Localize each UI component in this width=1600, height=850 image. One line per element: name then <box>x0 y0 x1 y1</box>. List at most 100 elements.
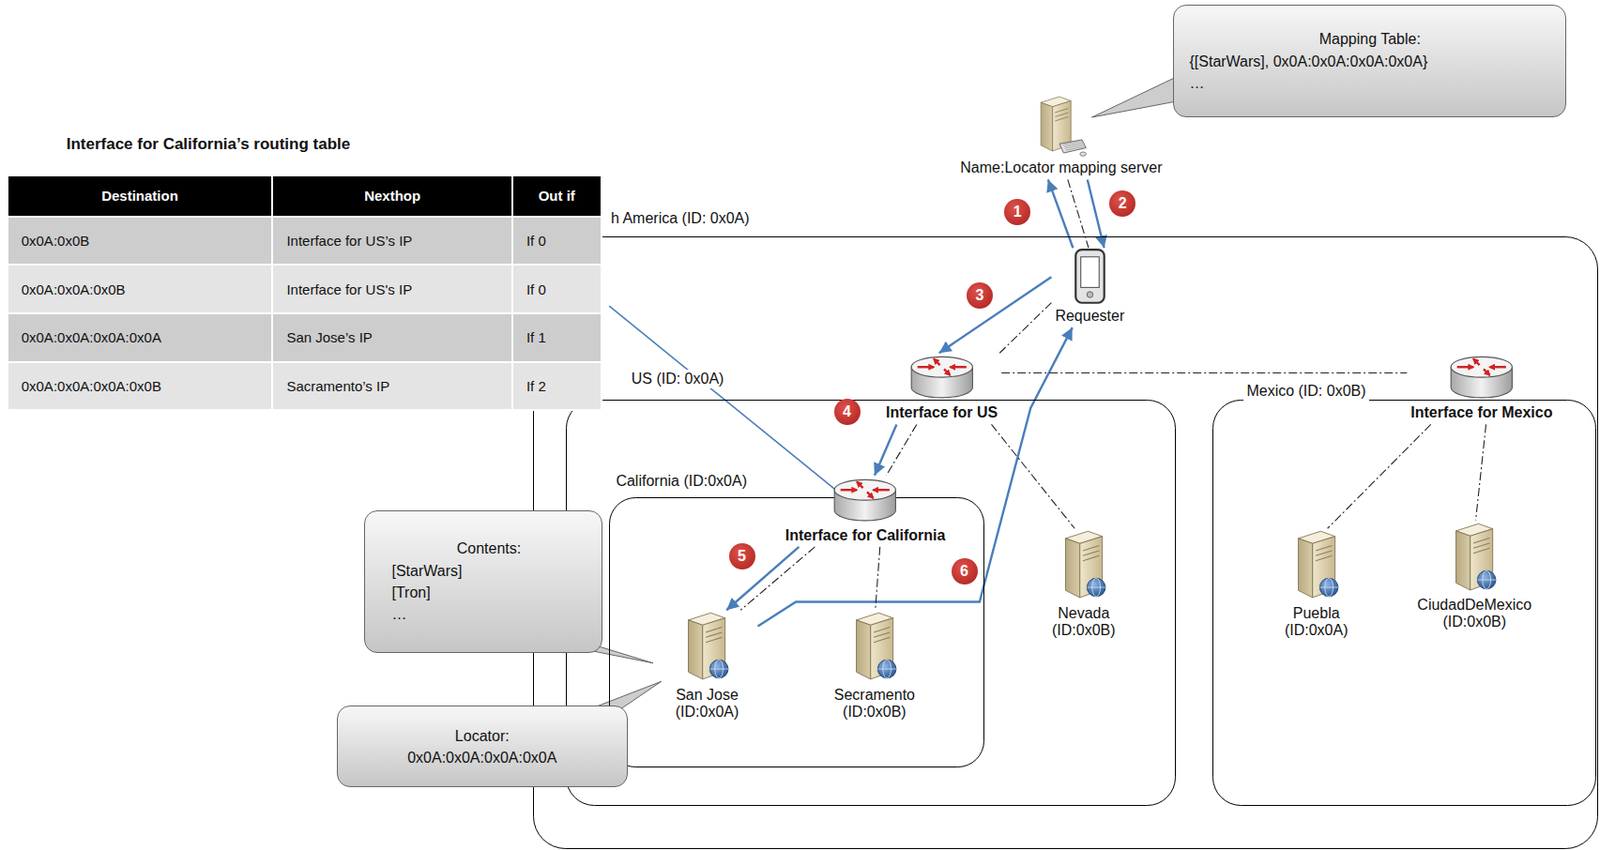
device-label: Interface for US <box>882 404 1002 422</box>
device-node: Puebla (ID:0x0A) <box>1265 528 1368 641</box>
device-icon <box>1059 528 1109 602</box>
callout-box: Mapping Table:{[StarWars], 0x0A:0x0A:0x0… <box>1173 4 1567 118</box>
drive-slot <box>705 627 722 633</box>
table-cell: Interface for US’s IP <box>273 217 514 267</box>
drive-slot <box>1082 556 1099 562</box>
device-node: Name:Locator mapping server <box>956 93 1166 180</box>
globe <box>710 660 730 680</box>
globe <box>1478 570 1497 590</box>
mouse <box>1079 152 1086 156</box>
device-node: Nevada (ID:0x0B) <box>1033 528 1135 641</box>
router-arrow <box>917 365 934 368</box>
link-line <box>990 424 1075 529</box>
router-top <box>834 479 896 501</box>
server-front <box>1456 530 1471 590</box>
table-cell: If 0 <box>513 265 603 315</box>
keyboard-keys <box>1064 144 1084 149</box>
callout-text: [StarWars] <box>391 560 586 582</box>
router-top <box>911 357 973 379</box>
callout-number: 3 <box>966 282 993 309</box>
device-icon <box>1449 520 1499 595</box>
drive-slot <box>1315 546 1332 551</box>
drive-slot <box>705 632 722 638</box>
keyboard-keys <box>1065 146 1085 151</box>
table-title: Interface for California’s routing table <box>66 135 351 154</box>
callout-number: 6 <box>951 558 978 585</box>
device-label: Interface for Mexico <box>1406 404 1556 422</box>
region-box: Interface for CaliforniaSan Jose (ID:0x0… <box>609 497 985 768</box>
device-icon <box>832 475 899 525</box>
link-line <box>885 424 916 475</box>
device-node: Interface for California <box>781 475 950 548</box>
router-arrow <box>949 365 966 368</box>
router-arrow <box>1490 365 1507 368</box>
region-label: California (ID:0x0A) <box>612 472 750 491</box>
device-label: Interface for California <box>781 527 950 545</box>
drive-slot <box>705 638 722 643</box>
drive-slot <box>1315 550 1332 556</box>
drive-slot <box>873 638 890 643</box>
device-icon <box>1292 528 1341 602</box>
flow-arrow <box>1048 179 1074 248</box>
table-cell: 0x0A:0x0A:0x0A:0x0B <box>8 363 275 412</box>
globe <box>1319 579 1339 598</box>
callout-number: 4 <box>834 398 861 426</box>
device-label: CiudadDeMexico (ID:0x0B) <box>1411 596 1539 631</box>
drive-slot <box>1473 537 1490 543</box>
callout-text: Mapping Table: <box>1188 28 1551 50</box>
router-arrow <box>867 491 874 499</box>
device-label: Secramento (ID:0x0B) <box>827 686 922 721</box>
drive-slot <box>1054 108 1068 113</box>
globe <box>1086 579 1106 598</box>
link-line <box>1067 179 1089 248</box>
drive-slot <box>1473 548 1490 553</box>
globe-line <box>1478 579 1497 580</box>
leader-line <box>609 305 837 491</box>
callout-text: [Tron] <box>391 581 586 604</box>
region-box: Interface for CaliforniaSan Jose (ID:0x0… <box>565 399 1175 807</box>
callout-text: Locator: <box>352 725 612 747</box>
table-cell: San Jose’s IP <box>273 314 514 364</box>
router-arrow <box>933 359 941 366</box>
device-icon <box>1448 352 1515 402</box>
table-cell: 0x0A:0x0A:0x0B <box>8 265 275 315</box>
region-label: h America (ID: 0x0A) <box>608 209 753 229</box>
keyboard-keys <box>1063 143 1083 148</box>
router-arrow <box>944 369 951 377</box>
callout-box: Contents:[StarWars][Tron]… <box>364 510 602 654</box>
globe-line <box>877 669 897 671</box>
flow-arrow <box>1087 179 1105 248</box>
callout-text: Contents: <box>391 537 586 560</box>
router-arrow <box>1473 359 1480 366</box>
flow-arrow <box>874 424 897 475</box>
callout-number: 2 <box>1109 190 1136 217</box>
region-box: Interface for MexicoPuebla (ID:0x0A) Ciud… <box>1212 399 1597 807</box>
callout-text: … <box>391 603 586 625</box>
device-node: Requester <box>1051 247 1128 328</box>
router-arrow <box>873 488 890 491</box>
table-cell: If 1 <box>513 314 603 364</box>
device-label: Name:Locator mapping server <box>956 159 1166 177</box>
server-front <box>1065 538 1080 598</box>
router-arrow <box>840 488 857 491</box>
drive-slot <box>1054 116 1068 121</box>
region-label: US (ID: 0x0A) <box>628 369 728 389</box>
device-icon <box>850 609 900 684</box>
drive-slot <box>1082 546 1099 551</box>
device-icon <box>909 352 976 402</box>
link-line <box>1327 424 1432 529</box>
keyboard-keys <box>1062 141 1082 146</box>
server-front <box>1297 538 1312 598</box>
server-front <box>688 620 703 680</box>
table-header: Nexthop <box>273 176 514 217</box>
drive-slot <box>873 627 890 633</box>
table-cell: If 0 <box>513 217 603 267</box>
router-arrow <box>856 481 864 488</box>
link-line <box>1001 372 1407 374</box>
table-cell: Sacramento’s IP <box>273 363 514 412</box>
globe-line <box>1086 587 1106 589</box>
device-node: San Jose (ID:0x0A) <box>656 609 759 723</box>
callout-text: 0x0A:0x0A:0x0A:0x0A <box>352 746 612 769</box>
table-header: Destination <box>8 176 275 217</box>
